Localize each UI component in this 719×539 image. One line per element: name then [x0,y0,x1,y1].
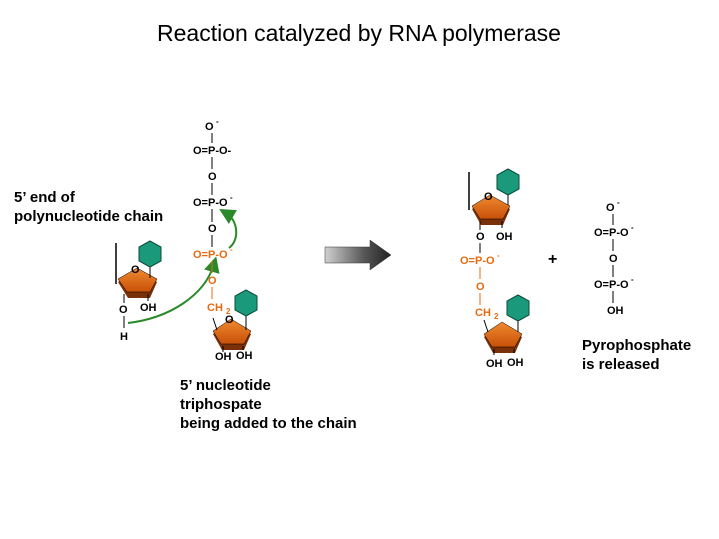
gamma-phosphate: O=P-O- [193,145,232,157]
svg-text:-: - [230,193,233,202]
svg-text:-: - [631,275,634,284]
hydroxyl-2prime: OH [507,357,524,369]
phosphodiester-phosphate: O=P-O [460,255,495,267]
hydrogen-3prime: H [120,331,128,343]
hydroxyl-2prime: OH [236,350,253,362]
svg-text:-: - [497,251,500,260]
plus-sign: + [548,251,557,268]
hydroxyl-2prime: OH [140,302,157,314]
pyrophosphate-label-line1: Pyrophosphate [582,337,691,354]
beta-phosphate: O=P-O [193,197,228,209]
terminal-oxygen: O [606,202,615,214]
alpha-phosphate: O=P-O [193,249,228,261]
nucleotide-label-line2: triphospate [180,396,262,413]
bridge-oxygen-5prime: O [476,281,485,293]
nucleotide-label-line3: being added to the chain [180,415,357,432]
ring-oxygen: O [131,264,140,276]
nucleophilic-attack-arrow [127,256,220,324]
terminal-hydroxyl: OH [607,305,624,317]
reaction-arrow [324,239,392,271]
svg-text:-: - [216,117,219,126]
sugar-ring [212,318,252,345]
incoming-triphosphate: O - O=P-O- O O=P-O - O O=P-O - O CH 2 O … [193,117,258,363]
chain-end-label-line1: 5’ end of [14,189,76,206]
bond-cleavage-arrow [219,208,238,249]
svg-text:2: 2 [226,307,231,316]
methylene-5prime: CH [207,302,223,314]
sugar-ring [483,321,523,348]
product-chain: O O OH O=P-O - O CH 2 OH OH [460,168,530,370]
ring-oxygen: O [225,314,234,326]
chain-end-label-line2: polynucleotide chain [14,208,163,225]
svg-text:2: 2 [494,312,499,321]
nucleotide-label-line1: 5’ nucleotide [180,377,271,394]
sugar-ring [117,267,158,293]
base-hexagon [138,240,162,268]
base-hexagon [496,168,520,196]
gamma-oxygen: O [205,121,214,133]
methylene-5prime: CH [475,307,491,319]
hydroxyl-2prime: OH [496,231,513,243]
hydroxyl-3prime: OH [486,358,503,370]
phosphate-2: O=P-O [594,279,629,291]
bridge-oxygen-2: O [208,223,217,235]
base-hexagon [506,294,530,322]
diagram-title: Reaction catalyzed by RNA polymerase [157,20,561,46]
ring-oxygen: O [484,191,493,203]
pyrophosphate: O - O=P-O - O O=P-O - OH [594,198,634,317]
svg-text:-: - [631,223,634,232]
alpha-bridge-oxygen: O [208,275,217,287]
bridge-oxygen-1: O [208,171,217,183]
base-hexagon [234,289,258,317]
bridge-oxygen: O [609,253,618,265]
chain-end-nucleotide: O O OH H [115,240,162,343]
pyrophosphate-label-line2: is released [582,356,660,373]
svg-text:-: - [617,198,620,207]
sugar-ring [471,194,511,220]
oxygen-3prime: O [119,304,128,316]
phosphate-1: O=P-O [594,227,629,239]
hydroxyl-3prime: OH [215,351,232,363]
svg-text:-: - [230,245,233,254]
bridge-oxygen-3prime: O [476,231,485,243]
